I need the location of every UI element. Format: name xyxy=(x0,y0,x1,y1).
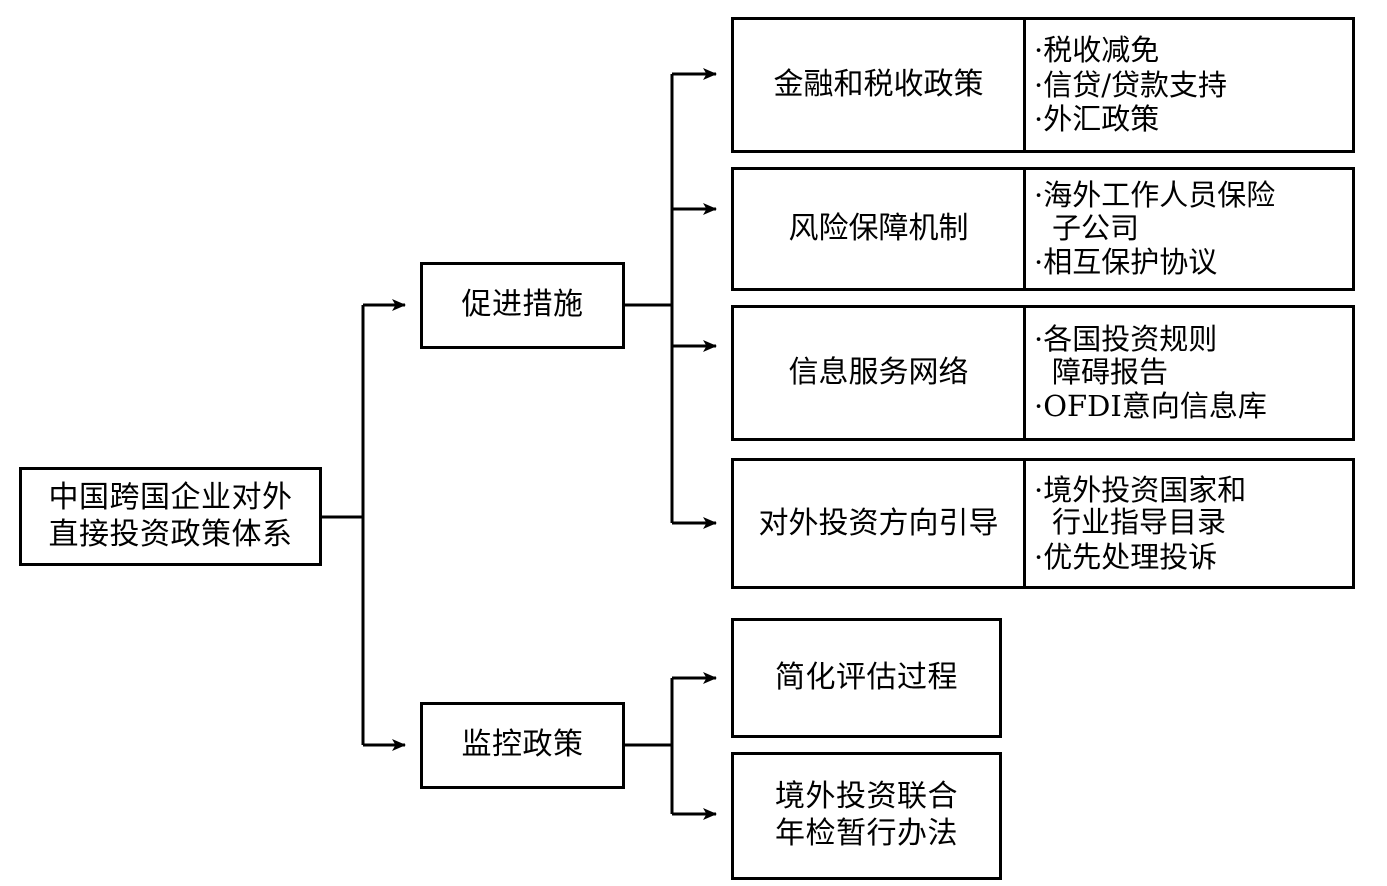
category-bullet-list: ·海外工作人员保险 子公司 ·相互保护协议 xyxy=(1026,170,1352,288)
leaf-node-label: 简化评估过程 xyxy=(775,659,958,695)
list-item: ·各国投资规则 障碍报告 xyxy=(1034,322,1218,389)
leaf-node-simplified-assessment[interactable]: 简化评估过程 xyxy=(731,618,1002,738)
category-row-risk-guarantee[interactable]: 风险保障机制 ·海外工作人员保险 子公司 ·相互保护协议 xyxy=(731,167,1355,291)
category-bullet-list: ·各国投资规则 障碍报告 ·OFDI意向信息库 xyxy=(1026,308,1352,438)
category-bullet-list: ·境外投资国家和 行业指导目录 ·优先处理投诉 xyxy=(1026,461,1352,586)
root-node-label: 中国跨国企业对外 直接投资政策体系 xyxy=(48,479,293,552)
category-row-information-service[interactable]: 信息服务网络 ·各国投资规则 障碍报告 ·OFDI意向信息库 xyxy=(731,305,1355,441)
category-label: 金融和税收政策 xyxy=(734,20,1026,150)
category-row-investment-guidance[interactable]: 对外投资方向引导 ·境外投资国家和 行业指导目录 ·优先处理投诉 xyxy=(731,458,1355,589)
branch-node-monitoring[interactable]: 监控政策 xyxy=(420,702,625,789)
branch-node-monitoring-label: 监控政策 xyxy=(461,727,584,763)
category-label: 风险保障机制 xyxy=(734,170,1026,288)
leaf-node-label: 境外投资联合 年检暂行办法 xyxy=(775,779,958,851)
root-node[interactable]: 中国跨国企业对外 直接投资政策体系 xyxy=(19,467,322,566)
list-item: ·海外工作人员保险 子公司 xyxy=(1034,178,1276,245)
branch-node-promotion-label: 促进措施 xyxy=(461,287,584,323)
list-item: ·境外投资国家和 行业指导目录 xyxy=(1034,472,1247,540)
list-item: ·优先处理投诉 xyxy=(1034,539,1218,574)
list-item: ·外汇政策 xyxy=(1034,102,1160,137)
list-item: ·税收减免 xyxy=(1034,33,1160,68)
category-label: 信息服务网络 xyxy=(734,308,1026,438)
leaf-node-joint-annual-inspection[interactable]: 境外投资联合 年检暂行办法 xyxy=(731,752,1002,880)
list-item: ·OFDI意向信息库 xyxy=(1034,389,1267,424)
branch-node-promotion[interactable]: 促进措施 xyxy=(420,262,625,349)
list-item: ·相互保护协议 xyxy=(1034,245,1218,280)
category-row-finance-tax[interactable]: 金融和税收政策 ·税收减免 ·信贷/贷款支持 ·外汇政策 xyxy=(731,17,1355,153)
list-item: ·信贷/贷款支持 xyxy=(1034,67,1227,102)
category-label: 对外投资方向引导 xyxy=(734,461,1026,586)
category-bullet-list: ·税收减免 ·信贷/贷款支持 ·外汇政策 xyxy=(1026,20,1352,150)
